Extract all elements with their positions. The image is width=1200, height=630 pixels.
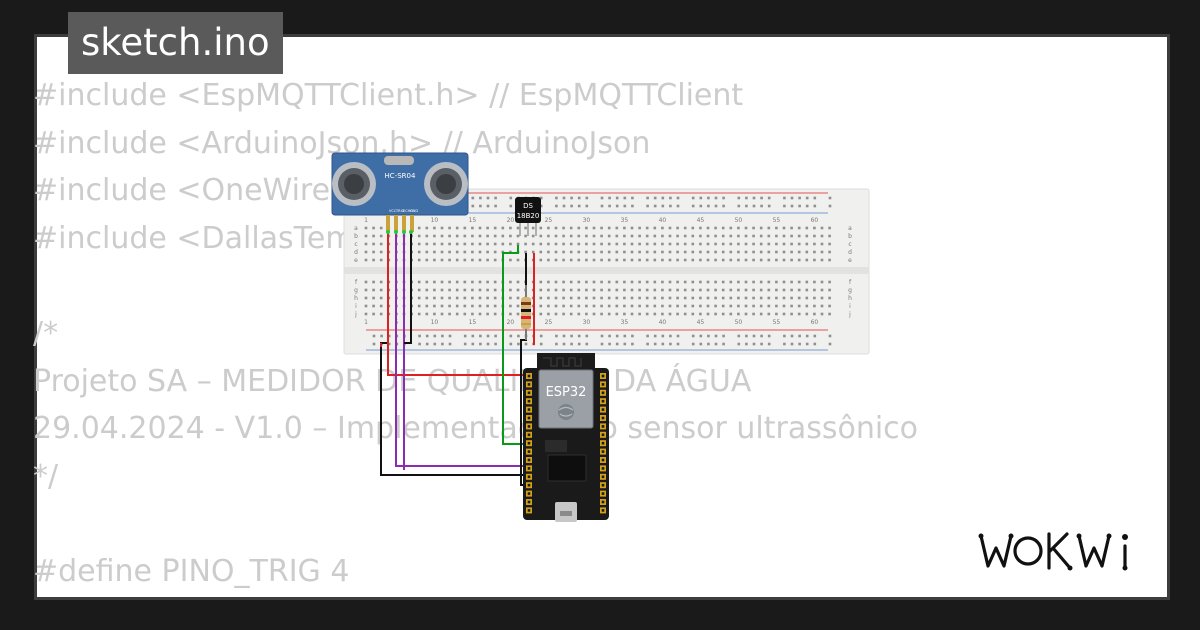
temp-sensor-model: 18B20: [517, 212, 540, 220]
breadboard-row-letter: j: [354, 311, 357, 318]
breadboard-column-number: 15: [469, 217, 477, 224]
breadboard-column-number: 15: [469, 319, 477, 326]
breadboard-column-number: 35: [621, 217, 629, 224]
breadboard-column-number: 10: [431, 319, 439, 326]
temperature-sensor: DS 18B20: [515, 197, 541, 236]
breadboard-row-letter: a: [354, 225, 358, 232]
wire-black-gnd: [404, 232, 412, 344]
wokwi-logo: [978, 532, 1128, 571]
esp32-pin-headers: [526, 373, 606, 514]
breadboard-row-letter: c: [354, 241, 357, 248]
breadboard-row-letter: h: [848, 295, 852, 302]
breadboard-column-number: 60: [811, 319, 819, 326]
breadboard-row-letter: f: [849, 279, 852, 286]
temp-sensor-label: DS: [523, 202, 533, 210]
esp32-board: ESP32: [523, 353, 609, 522]
ultrasonic-pin-echo: ECHO: [403, 209, 413, 213]
breadboard-row-letter: i: [849, 303, 851, 310]
breadboard-column-number: 45: [697, 217, 705, 224]
code-line: #include <ArduinoJson.h> // ArduinoJson: [33, 125, 651, 161]
ultrasonic-pin-gnd: GND: [410, 209, 418, 213]
breadboard-column-number: 55: [773, 319, 781, 326]
breadboard-row-letter: b: [354, 233, 358, 240]
breadboard-row-letter: g: [848, 287, 852, 294]
ultrasonic-sensor: HC-SR04 VCC TRIG ECHO GND: [331, 152, 469, 234]
breadboard-row-letter: e: [354, 257, 358, 264]
code-line: #include <EspMQTTClient.h> // EspMQTTCli…: [33, 78, 744, 113]
file-tab: sketch.ino: [68, 12, 283, 74]
ultrasonic-label: HC-SR04: [385, 172, 416, 180]
breadboard-row-letter: d: [354, 249, 358, 256]
breadboard-column-number: 45: [697, 319, 705, 326]
ultrasonic-pin-trig: TRIG: [395, 209, 405, 213]
breadboard-row-letter: b: [848, 233, 852, 240]
breadboard-column-number: 40: [659, 319, 667, 326]
breadboard-row-letter: e: [848, 257, 852, 264]
breadboard-row-letter: j: [848, 311, 851, 318]
breadboard-column-number: 55: [773, 217, 781, 224]
ultrasonic-pin-vcc: VCC: [389, 209, 397, 213]
breadboard-column-number: 60: [811, 217, 819, 224]
breadboard-column-number: 1: [364, 319, 368, 326]
breadboard-row-letter: a: [848, 225, 852, 232]
code-line: #define PINO_TRIG 4: [33, 553, 350, 589]
breadboard-row-letter: g: [354, 287, 358, 294]
resistor: [521, 285, 531, 340]
code-line: /*: [33, 315, 59, 351]
esp32-label: ESP32: [546, 385, 587, 400]
breadboard-row-letter: i: [355, 303, 357, 310]
breadboard-column-number: 25: [545, 217, 553, 224]
breadboard-row-letter: h: [354, 295, 358, 302]
breadboard-column-number: 30: [583, 319, 591, 326]
breadboard-column-number: 30: [583, 217, 591, 224]
breadboard-column-number: 1: [364, 217, 368, 224]
breadboard-column-number: 10: [431, 217, 439, 224]
breadboard-column-number: 50: [735, 217, 743, 224]
breadboard-column-number: 20: [507, 319, 515, 326]
breadboard-column-number: 50: [735, 319, 743, 326]
breadboard-column-number: 25: [545, 319, 553, 326]
breadboard-row-letter: f: [355, 279, 358, 286]
breadboard-row-letter: d: [848, 249, 852, 256]
breadboard-row-letter: c: [848, 241, 851, 248]
breadboard-column-number: 35: [621, 319, 629, 326]
breadboard-column-number: 20: [507, 217, 515, 224]
breadboard-column-number: 40: [659, 217, 667, 224]
code-line: Projeto SA – MEDIDOR DE QUALIDADE DA ÁGU…: [33, 363, 752, 399]
code-line: */: [33, 458, 59, 494]
wire-red-vcc: [387, 232, 528, 376]
